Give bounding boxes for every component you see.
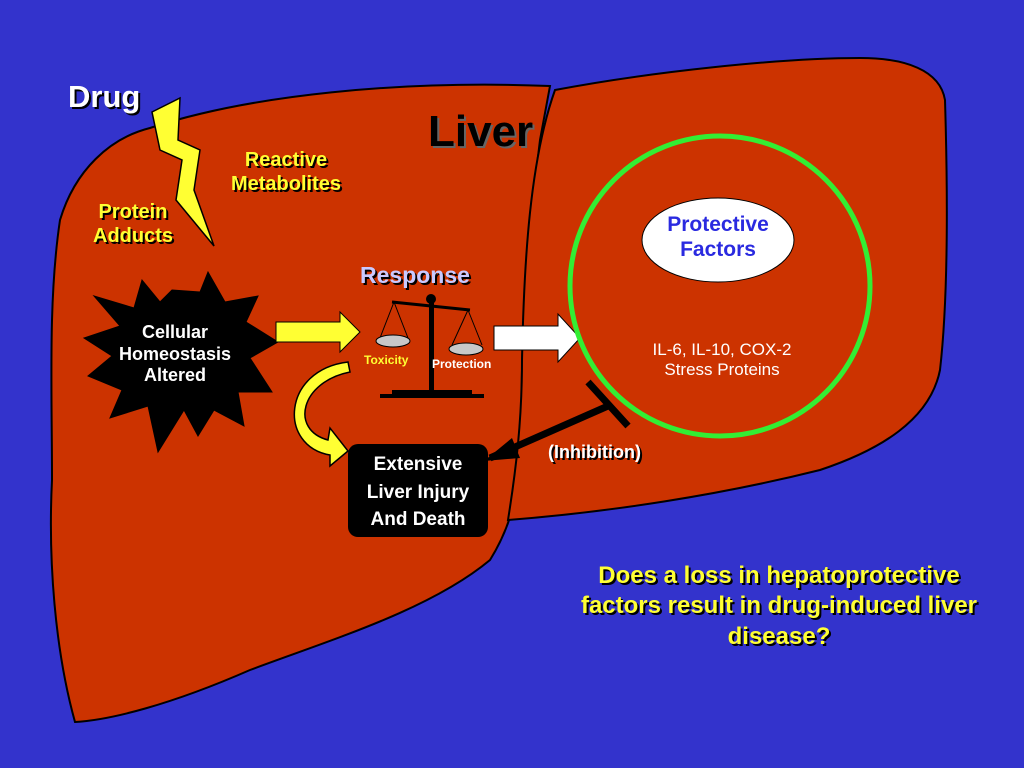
curved-arrow-icon	[293, 361, 351, 468]
toxicity-label: Toxicity	[364, 353, 409, 367]
outcome-box	[348, 444, 488, 537]
liver-title: Liver	[428, 107, 534, 156]
inhibition-bar-icon	[484, 379, 631, 462]
protective-circle	[567, 133, 873, 439]
inhibition-label: (Inhibition)	[548, 442, 641, 462]
right-arrow-icon	[275, 310, 361, 354]
starburst-icon	[82, 270, 279, 454]
response-label: Response	[360, 262, 470, 288]
protective-factors-ellipse	[641, 197, 795, 283]
drug-label: Drug	[68, 79, 141, 114]
protection-label: Protection	[432, 357, 492, 371]
lightning-bolt-icon	[151, 96, 215, 247]
question-text: Does a loss in hepatoprotective factors …	[580, 562, 978, 650]
balance-scale-icon	[375, 294, 484, 398]
right-arrow-icon	[493, 312, 581, 364]
